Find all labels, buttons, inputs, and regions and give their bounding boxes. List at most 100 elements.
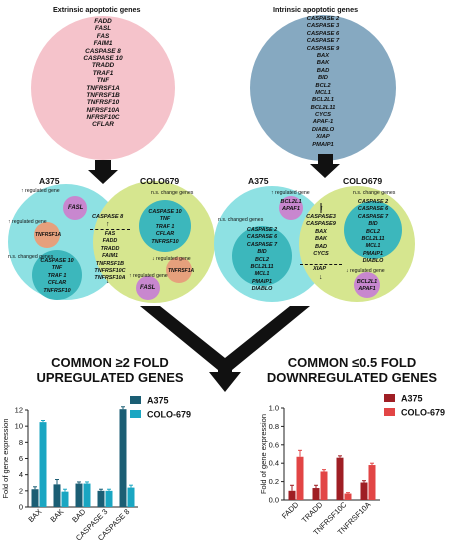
venn-right-a-up-gene: APAF1 bbox=[282, 206, 300, 213]
y-tick-label: 0.6 bbox=[269, 440, 279, 449]
venn-left-a-nc-label: n.s. changed genes bbox=[8, 254, 54, 260]
venn-left-a-nc-gene: CASPASE 10 bbox=[40, 258, 74, 264]
venn-left-b-up-label: ↑ regulated gene bbox=[129, 273, 168, 279]
venn-left-fasl-colo bbox=[136, 276, 160, 300]
extrinsic-gene: CASPASE 10 bbox=[83, 54, 123, 62]
bar bbox=[312, 488, 320, 500]
extrinsic-gene: CASPASE 8 bbox=[85, 47, 121, 55]
venn-right-a-nc-label: n.s. changed genes bbox=[218, 217, 264, 223]
heading-downregulated: COMMON ≤0.5 FOLD DOWNREGULATED GENES bbox=[258, 355, 446, 385]
arrow-down-left bbox=[88, 160, 118, 184]
x-tick-label: BAD bbox=[70, 507, 88, 525]
legend-label: COLO-679 bbox=[147, 410, 191, 420]
venn-left-a-nc-gene: CFLAR bbox=[47, 280, 67, 287]
venn-left-divider bbox=[90, 229, 130, 230]
venn-left-shared-up-arrow: ↑ bbox=[106, 221, 110, 228]
y-tick-label: 10 bbox=[15, 422, 23, 431]
venn-right-b-nc-gene: CASPASE 7 bbox=[357, 213, 389, 220]
legend-swatch bbox=[384, 394, 395, 402]
venn-right-b-nc-gene: BID bbox=[368, 221, 378, 228]
venn-left-a-up-label: ↑ regulated gene bbox=[21, 188, 60, 194]
heading-downregulated-line1: COMMON ≤0.5 FOLD bbox=[287, 355, 417, 370]
venn-left-shared-gene: TNFRSF1B bbox=[95, 260, 125, 267]
intrinsic-gene: APAF-1 bbox=[312, 119, 334, 126]
venn-left-b-nc-gene: TNF bbox=[159, 216, 171, 223]
venn-left-colo-label: COLO679 bbox=[140, 176, 180, 186]
venn-right-nc-colo bbox=[344, 201, 402, 259]
intrinsic-gene: BAD bbox=[316, 67, 330, 74]
intrinsic-gene: CASPASE 2 bbox=[306, 16, 340, 22]
venn-left-b-nc-gene: CFLAR bbox=[155, 231, 175, 238]
heading-upregulated: COMMON ≥2 FOLD UPREGULATED GENES bbox=[20, 355, 200, 385]
extrinsic-gene: FAIM1 bbox=[93, 40, 113, 48]
legend-label: COLO-679 bbox=[401, 408, 445, 418]
y-tick-label: 0.2 bbox=[269, 477, 279, 486]
bar bbox=[336, 457, 344, 500]
legend-label: A375 bbox=[147, 396, 169, 406]
venn-right-shared-down-arrow: ↓ bbox=[319, 274, 323, 281]
venn-left-shared-down-arrow: ↓ bbox=[106, 278, 110, 285]
venn-left-a-nc-gene: TNF bbox=[51, 265, 63, 272]
venn-left-a-reg-gene: TNFRSF1A bbox=[35, 232, 62, 238]
extrinsic-gene: CFLAR bbox=[92, 121, 114, 129]
bar bbox=[127, 487, 135, 507]
y-tick-label: 0 bbox=[19, 503, 23, 512]
venn-left-a-up-gene: FASL bbox=[68, 205, 84, 211]
extrinsic-gene: TNF bbox=[96, 77, 110, 85]
extrinsic-gene: TRADD bbox=[91, 62, 115, 70]
venn-right-shared-gene: CASPASE9 bbox=[306, 221, 336, 228]
extrinsic-gene: NFRSF10A bbox=[86, 106, 120, 114]
intrinsic-gene: DIABLO bbox=[311, 126, 335, 133]
heading-upregulated-line1: COMMON ≥2 FOLD bbox=[51, 355, 169, 370]
venn-right-up-a375 bbox=[279, 196, 303, 220]
venn-right-b-down-gene: BCL2L1 bbox=[356, 279, 378, 285]
venn-left-nc-a375 bbox=[32, 250, 82, 300]
y-tick-label: 8 bbox=[19, 438, 23, 447]
y-tick-label: 0.4 bbox=[269, 459, 279, 468]
bar bbox=[75, 483, 83, 507]
y-tick-label: 0.0 bbox=[269, 496, 279, 505]
heading-downregulated-line2: DOWNREGULATED GENES bbox=[266, 370, 438, 385]
legend-label: A375 bbox=[401, 394, 423, 404]
venn-right-shared-up-arrow: ↑ bbox=[320, 205, 324, 212]
venn-right-a-nc-gene: CASPASE 6 bbox=[246, 234, 278, 241]
bar bbox=[288, 490, 296, 500]
venn-left-shared-up-gene: CASPASE 8 bbox=[92, 214, 124, 220]
y-tick-label: 4 bbox=[19, 470, 23, 479]
venn-left-tnfrsf1a-colo bbox=[166, 257, 192, 283]
venn-right-b-nc-gene: CASPASE 2 bbox=[357, 199, 389, 205]
venn-right-shared-gene: BAD bbox=[314, 243, 328, 250]
legend-swatch bbox=[130, 410, 141, 418]
venn-right-b-nc-label: n.s. change genes bbox=[353, 190, 396, 196]
bar bbox=[368, 465, 376, 500]
bar bbox=[83, 483, 91, 507]
intrinsic-gene: BAX bbox=[316, 52, 330, 59]
venn-right-b-down-label: ↓ regulated gene bbox=[346, 268, 385, 274]
venn-right-a-nc-gene: BCL2 bbox=[254, 256, 270, 263]
venn-left-b-up-gene: FASL bbox=[140, 285, 156, 291]
y-tick-label: 6 bbox=[19, 454, 23, 463]
bar bbox=[97, 490, 105, 507]
venn-right-a-nc-gene: PMAIP1 bbox=[251, 278, 273, 285]
venn-right-shared-gene: CASPASE3 bbox=[306, 214, 336, 220]
y-tick-label: 12 bbox=[15, 406, 23, 415]
venn-right-shared-gene: BAK bbox=[314, 236, 328, 243]
extrinsic-gene: FASL bbox=[94, 25, 112, 33]
venn-right-b-down-gene: APAF1 bbox=[358, 286, 376, 293]
bar bbox=[53, 484, 61, 507]
venn-left-b-nc-label: n.s. change genes bbox=[151, 190, 194, 196]
intrinsic-gene: BCL2L11 bbox=[310, 104, 336, 111]
intrinsic-gene: CASPASE 9 bbox=[306, 45, 340, 52]
venn-left-b-down-gene: TNFRSF1A bbox=[168, 268, 195, 274]
venn-right-down-colo bbox=[354, 272, 380, 298]
venn-right-a375-label: A375 bbox=[248, 176, 269, 186]
extrinsic-gene: TNFRSF10 bbox=[86, 99, 120, 107]
merge-arrow bbox=[140, 306, 310, 392]
intrinsic-gene: XIAP bbox=[316, 134, 330, 141]
intrinsic-gene: BCL2L1 bbox=[312, 97, 334, 104]
